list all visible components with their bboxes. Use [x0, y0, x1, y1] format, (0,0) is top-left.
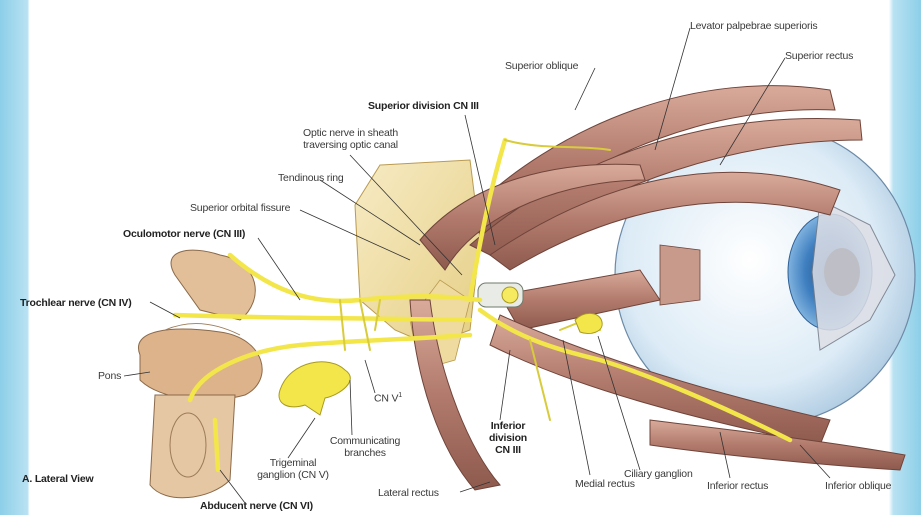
label-cn-v1-text: CN V	[374, 393, 398, 405]
label-trigeminal-ganglion: Trigeminal ganglion (CN V)	[238, 457, 348, 481]
label-lateral-view: A. Lateral View	[22, 473, 94, 485]
label-inferior-oblique: Inferior oblique	[825, 480, 891, 492]
label-cn-v1-superscript: 1	[398, 392, 402, 399]
label-inferior-division-line1: Inferior	[491, 420, 526, 432]
label-communicating-line1: Communicating	[330, 435, 400, 447]
label-pons: Pons	[98, 370, 121, 382]
label-communicating-branches: Communicating branches	[320, 435, 410, 459]
label-abducent-nerve: Abducent nerve (CN VI)	[200, 500, 313, 512]
label-superior-orbital-fissure: Superior orbital fissure	[190, 202, 290, 214]
label-trochlear-nerve: Trochlear nerve (CN IV)	[20, 297, 132, 309]
label-oculomotor-nerve: Oculomotor nerve (CN III)	[123, 228, 245, 240]
label-superior-division-cn-iii: Superior division CN III	[368, 100, 479, 112]
label-optic-nerve-line1: Optic nerve in sheath	[303, 127, 398, 139]
label-optic-nerve-line2: traversing optic canal	[303, 139, 398, 151]
label-cn-v1: CN V1	[374, 390, 402, 405]
label-inferior-rectus: Inferior rectus	[707, 480, 768, 492]
label-inferior-division-cn-iii: Inferior division CN III	[478, 420, 538, 456]
label-lateral-rectus: Lateral rectus	[378, 487, 439, 499]
label-communicating-line2: branches	[344, 447, 386, 459]
label-superior-oblique: Superior oblique	[505, 60, 578, 72]
label-inferior-division-line3: CN III	[495, 444, 521, 456]
label-levator-palpebrae-superioris: Levator palpebrae superioris	[690, 20, 817, 32]
label-inferior-division-line2: division	[489, 432, 527, 444]
label-trigeminal-line2: ganglion (CN V)	[257, 469, 329, 481]
label-superior-rectus: Superior rectus	[785, 50, 853, 62]
label-tendinous-ring: Tendinous ring	[278, 172, 344, 184]
ciliary-ganglion	[575, 313, 602, 333]
trigeminal-ganglion	[279, 362, 350, 415]
label-ciliary-ganglion: Ciliary ganglion	[624, 468, 693, 480]
optic-nerve	[478, 283, 523, 307]
label-optic-nerve: Optic nerve in sheath traversing optic c…	[283, 127, 418, 151]
label-trigeminal-line1: Trigeminal	[270, 457, 317, 469]
